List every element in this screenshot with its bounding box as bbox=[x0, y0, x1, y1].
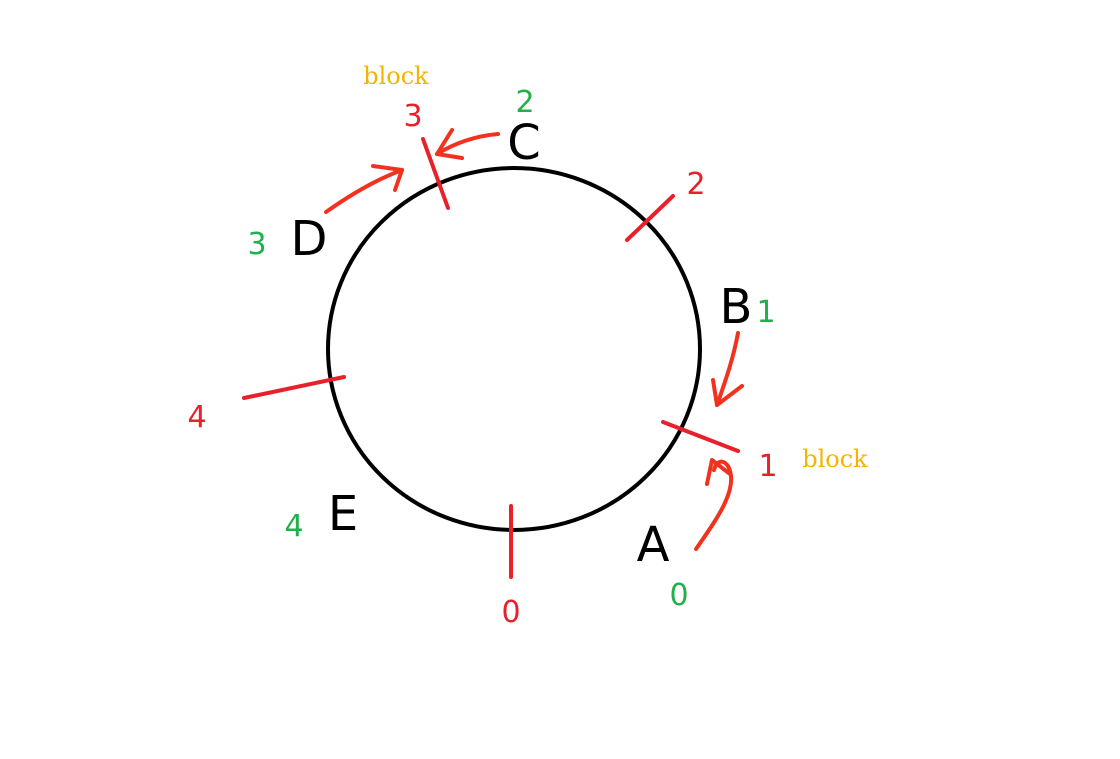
node-letter-d: D bbox=[291, 211, 328, 267]
slot-labels: 0 1 2 3 4 bbox=[187, 99, 777, 630]
node-number-c: 2 bbox=[515, 85, 534, 120]
arrow-a-shaft bbox=[694, 459, 734, 551]
arrow-d-to-slot-3 bbox=[324, 164, 404, 214]
slot-label-1: 1 bbox=[758, 449, 777, 484]
block-notes: block block bbox=[363, 62, 868, 473]
node-number-e: 4 bbox=[284, 509, 303, 544]
arrow-d-head bbox=[371, 164, 404, 192]
arrow-c-shaft bbox=[435, 132, 500, 156]
arrow-b-head bbox=[711, 378, 744, 407]
node-number-d: 3 bbox=[247, 227, 266, 262]
ring-circle bbox=[326, 166, 702, 532]
slot-markers bbox=[242, 137, 740, 579]
node-number-a: 0 bbox=[669, 578, 688, 613]
slot-label-3: 3 bbox=[403, 99, 422, 134]
node-letter-e: E bbox=[328, 486, 358, 542]
slot-marker-1 bbox=[661, 420, 740, 453]
arrow-a-to-slot-1 bbox=[694, 458, 734, 551]
arrow-b-to-slot-1 bbox=[711, 331, 744, 407]
block-note-slot-1: block bbox=[802, 445, 868, 473]
node-letters: A B C D E bbox=[291, 115, 753, 573]
arrows bbox=[324, 128, 744, 551]
arrow-c-to-slot-3 bbox=[435, 128, 500, 160]
arrow-d-shaft bbox=[324, 168, 404, 214]
node-numbers: 0 1 2 3 4 bbox=[247, 85, 775, 613]
node-number-b: 1 bbox=[756, 295, 775, 330]
node-letter-c: C bbox=[507, 115, 541, 171]
slot-label-2: 2 bbox=[686, 167, 705, 202]
slot-label-0: 0 bbox=[501, 595, 520, 630]
node-letter-a: A bbox=[637, 517, 670, 573]
slot-marker-4 bbox=[242, 375, 346, 400]
slot-marker-3 bbox=[421, 137, 450, 210]
arrow-b-shaft bbox=[715, 331, 740, 407]
arrow-a-head bbox=[705, 458, 732, 486]
slot-marker-2 bbox=[625, 194, 675, 242]
arrow-c-head bbox=[435, 128, 464, 160]
node-letter-b: B bbox=[720, 279, 753, 335]
slot-label-4: 4 bbox=[187, 400, 206, 435]
block-note-slot-3: block bbox=[363, 62, 429, 90]
